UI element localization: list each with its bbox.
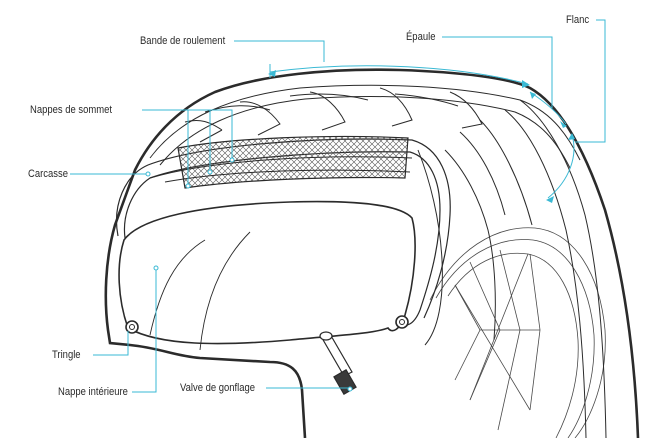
- tire-section: [116, 135, 451, 395]
- label-valve-de-gonflage: Valve de gonflage: [180, 382, 256, 394]
- label-nappes-de-sommet: Nappes de sommet: [30, 104, 113, 116]
- leader-dots: [145, 157, 353, 392]
- label-epaule: Épaule: [406, 31, 436, 43]
- label-carcasse: Carcasse: [28, 168, 68, 180]
- tire-outline: [104, 68, 640, 439]
- label-flanc: Flanc: [566, 14, 590, 26]
- valve-illustration: [319, 331, 357, 395]
- wheel-rim: [429, 227, 606, 439]
- label-tringle: Tringle: [52, 349, 81, 361]
- label-nappe-interieure: Nappe intérieure: [58, 386, 128, 398]
- label-bande-de-roulement: Bande de roulement: [140, 35, 226, 47]
- arrow-heads: [268, 70, 575, 203]
- leader-lines: [70, 19, 606, 393]
